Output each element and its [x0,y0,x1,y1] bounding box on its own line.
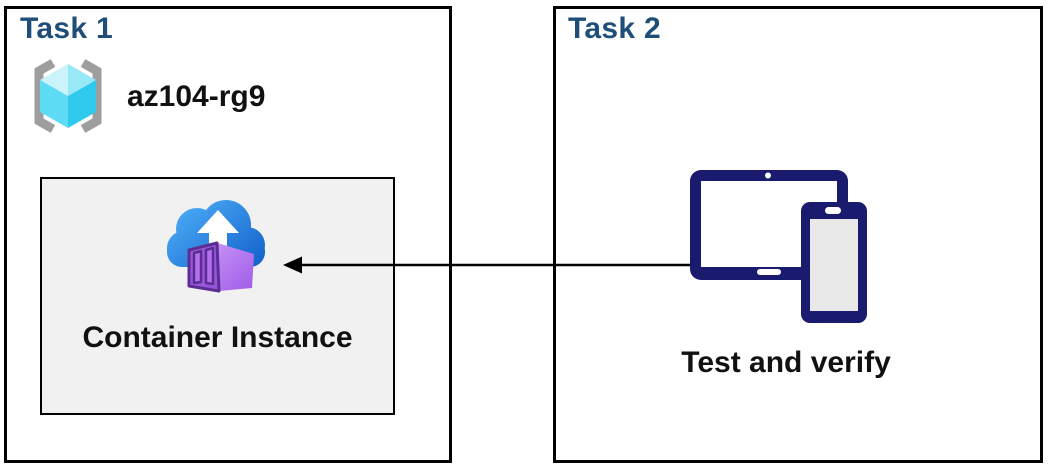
devices-icon [690,170,867,323]
task1-title: Task 1 [20,12,113,45]
phone-speaker [825,207,841,214]
resource-group-icon [34,59,102,133]
task2-title: Task 2 [568,12,661,45]
container-instance-icon [167,200,265,293]
tablet-camera-dot [765,172,771,179]
resource-group-name: az104-rg9 [127,80,266,113]
container-instance-label: Container Instance [82,321,353,354]
tablet-home-button [757,269,781,275]
upload-arrow-icon [197,210,239,264]
arrow-connector-icon [283,256,690,274]
test-and-verify-label: Test and verify [681,346,891,379]
container-box-shape [187,241,254,293]
phone-icon [801,202,867,323]
